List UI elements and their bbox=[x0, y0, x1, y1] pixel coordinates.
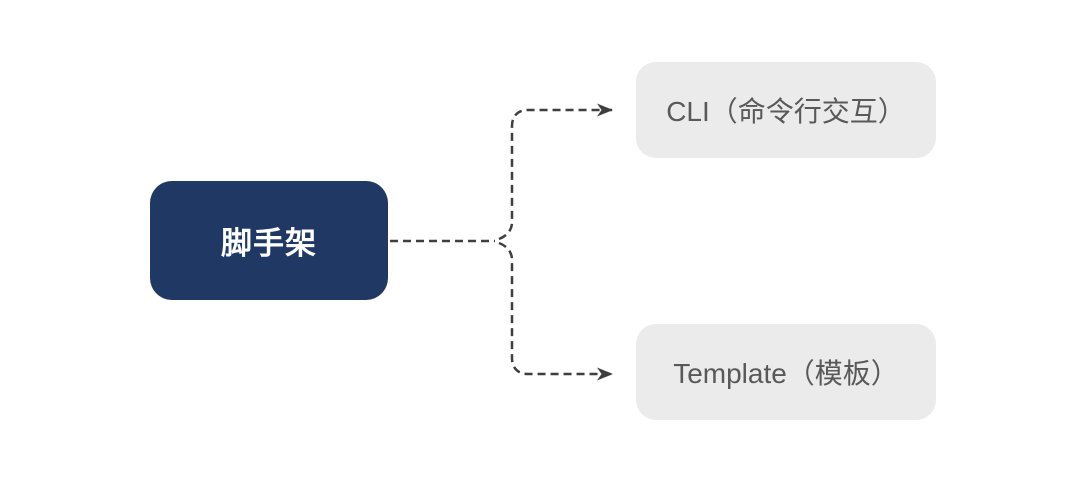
connector-to-template bbox=[498, 241, 613, 381]
node-template: Template（模板） bbox=[636, 324, 936, 420]
connector-to-cli bbox=[498, 103, 613, 241]
node-scaffold: 脚手架 bbox=[150, 181, 388, 300]
node-cli: CLI（命令行交互） bbox=[636, 62, 936, 158]
node-cli-label: CLI（命令行交互） bbox=[666, 96, 906, 127]
node-scaffold-label: 脚手架 bbox=[221, 226, 317, 261]
node-template-label: Template（模板） bbox=[673, 358, 899, 389]
